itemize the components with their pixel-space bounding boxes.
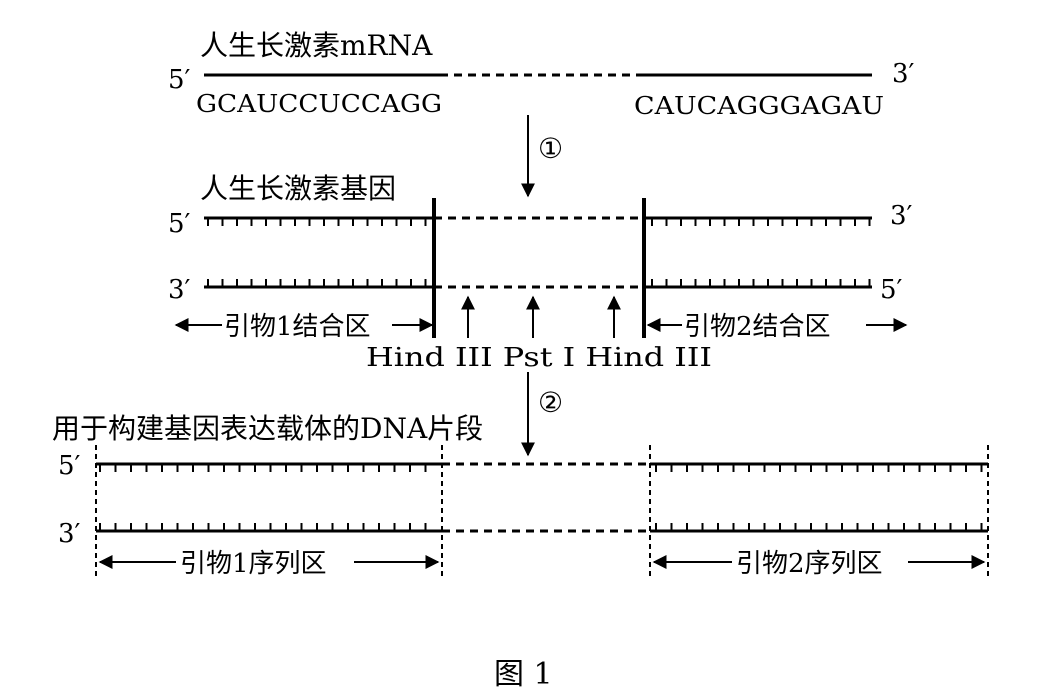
gene-bottom-5-prime-label: 5′ [880, 275, 903, 305]
primer2-seq-region-label: 引物2序列区 [736, 549, 883, 579]
restriction-enzyme-labels: Hind III Pst I Hind III [366, 343, 712, 373]
gene-title: 人生长激素基因 [200, 172, 396, 205]
fragment-top-5-prime-label: 5′ [58, 451, 81, 481]
mrna-left-sequence: GCAUCCUCCAGG [196, 90, 442, 118]
figure-caption: 图 1 [494, 657, 553, 692]
fragment-bottom-strand-ticks [99, 523, 983, 531]
gene-top-5-prime-label: 5′ [168, 209, 191, 239]
fragment-title: 用于构建基因表达载体的DNA片段 [52, 412, 483, 445]
fragment-top-strand-ticks [99, 464, 983, 472]
step2-label: ② [538, 386, 563, 419]
fragment-bottom-3-prime-label: 3′ [58, 519, 81, 549]
step1-label: ① [538, 132, 563, 165]
gene-bottom-3-prime-label: 3′ [168, 275, 191, 305]
primer2-region-label: 引物2结合区 [684, 312, 831, 342]
mrna-3-prime-label: 3′ [892, 59, 915, 89]
gene-top-3-prime-label: 3′ [890, 201, 913, 231]
mrna-5-prime-label: 5′ [168, 65, 191, 95]
gene-top-strand-ticks [207, 218, 871, 226]
mrna-title: 人生长激素mRNA [200, 29, 433, 62]
gene-bottom-strand-ticks [207, 279, 871, 287]
mrna-right-sequence: CAUCAGGGAGAU [634, 92, 884, 120]
primer1-region-label: 引物1结合区 [224, 312, 371, 342]
primer1-seq-region-label: 引物1序列区 [180, 549, 327, 579]
